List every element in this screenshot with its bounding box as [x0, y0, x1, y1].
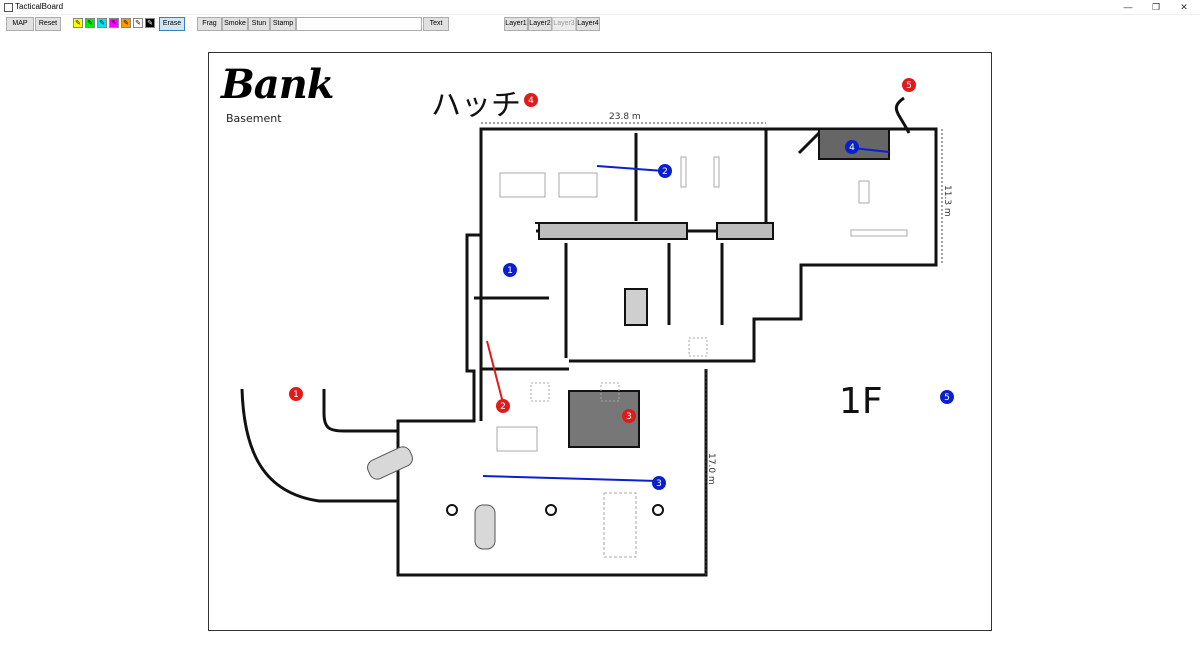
- pen-white[interactable]: ✎: [133, 18, 143, 28]
- stairs-side: [716, 222, 774, 240]
- red-marker-3-label: 3: [626, 412, 632, 422]
- pillars: [446, 504, 664, 516]
- furniture: [496, 156, 908, 558]
- dimension-top-label: 23.8 m: [609, 112, 641, 122]
- red-marker-4[interactable]: 4: [524, 93, 538, 107]
- close-button[interactable]: ✕: [1180, 2, 1188, 12]
- text-button[interactable]: Text: [423, 17, 449, 31]
- red-marker-4-label: 4: [528, 96, 534, 106]
- red-marker-1-label: 1: [293, 390, 299, 400]
- blue-marker-4-label: 4: [849, 143, 855, 153]
- layer3-button[interactable]: Layer3: [552, 17, 576, 31]
- toolbar: MAP Reset ✎ ✎ ✎ ✎ ✎ ✎ ✎ Erase Frag Smoke…: [0, 17, 1200, 31]
- pen-icon: ✎: [135, 20, 141, 27]
- floor-plan-walls: [240, 96, 938, 577]
- layer1-button[interactable]: Layer1: [504, 17, 528, 31]
- red-route-2[interactable]: [486, 340, 504, 404]
- pen-icon: ✎: [111, 20, 117, 27]
- pen-yellow[interactable]: ✎: [73, 18, 83, 28]
- pen-green[interactable]: ✎: [85, 18, 95, 28]
- pen-icon: ✎: [123, 20, 129, 27]
- blue-marker-5-label: 5: [944, 393, 950, 403]
- blue-marker-1-label: 1: [507, 266, 513, 276]
- blue-marker-2[interactable]: 2: [658, 164, 672, 178]
- blue-marker-1[interactable]: 1: [503, 263, 517, 277]
- red-team-markers: 1 2 3 4 5: [289, 78, 916, 423]
- blue-marker-3[interactable]: 3: [652, 476, 666, 490]
- pen-icon: ✎: [75, 20, 81, 27]
- frag-button[interactable]: Frag: [197, 17, 222, 31]
- smoke-button[interactable]: Smoke: [222, 17, 248, 31]
- erase-button[interactable]: Erase: [159, 17, 185, 31]
- handwritten-note-hatch[interactable]: ハッチ: [431, 88, 521, 123]
- handwritten-note-1f[interactable]: 1F: [839, 381, 883, 422]
- map-title: Bank: [221, 61, 335, 108]
- blue-team-markers: 1 2 3 4 5: [503, 140, 954, 490]
- pen-icon: ✎: [147, 20, 153, 27]
- vault-block: [624, 288, 648, 326]
- blue-route-4[interactable]: [852, 147, 890, 153]
- red-marker-5-label: 5: [906, 81, 912, 91]
- stamp-button[interactable]: Stamp: [270, 17, 296, 31]
- blue-route-3[interactable]: [482, 475, 659, 482]
- red-marker-2-label: 2: [500, 402, 506, 412]
- blue-marker-4[interactable]: 4: [845, 140, 859, 154]
- dimension-lines: [481, 122, 943, 575]
- window-title: TacticalBoard: [15, 2, 64, 11]
- window-title-bar: TacticalBoard — ❐ ✕: [0, 0, 1200, 15]
- stun-button[interactable]: Stun: [248, 17, 270, 31]
- red-marker-1[interactable]: 1: [289, 387, 303, 401]
- red-marker-3[interactable]: 3: [622, 409, 636, 423]
- blue-marker-3-label: 3: [656, 479, 662, 489]
- stairs-top: [538, 222, 688, 240]
- floor-plan: 23.8 m 11.3 m 17.0 m ハッチ 1F 1 2 3 4 5 1 …: [240, 78, 954, 577]
- pen-orange[interactable]: ✎: [121, 18, 131, 28]
- map-button[interactable]: MAP: [6, 17, 34, 31]
- red-marker-5[interactable]: 5: [902, 78, 916, 92]
- hatch-stairs: [818, 128, 890, 160]
- app-icon: [4, 3, 13, 12]
- pen-icon: ✎: [99, 20, 105, 27]
- maximize-button[interactable]: ❐: [1151, 2, 1161, 12]
- dimension-bottom-label: 17.0 m: [706, 453, 716, 485]
- layer4-button[interactable]: Layer4: [576, 17, 600, 31]
- blue-route-2[interactable]: [596, 165, 665, 172]
- tactical-board-canvas[interactable]: Bank Basement: [208, 52, 992, 631]
- dimension-right-label: 11.3 m: [942, 185, 952, 217]
- pen-cyan[interactable]: ✎: [97, 18, 107, 28]
- pen-icon: ✎: [87, 20, 93, 27]
- parked-cars: [367, 446, 496, 550]
- blue-marker-2-label: 2: [662, 167, 668, 177]
- minimize-button[interactable]: —: [1123, 2, 1133, 12]
- blue-marker-5[interactable]: 5: [940, 390, 954, 404]
- reset-button[interactable]: Reset: [35, 17, 61, 31]
- pen-magenta[interactable]: ✎: [109, 18, 119, 28]
- layer2-button[interactable]: Layer2: [528, 17, 552, 31]
- pen-black[interactable]: ✎: [145, 18, 155, 28]
- floor-label: Basement: [226, 112, 282, 125]
- text-input[interactable]: [296, 17, 422, 31]
- red-marker-2[interactable]: 2: [496, 399, 510, 413]
